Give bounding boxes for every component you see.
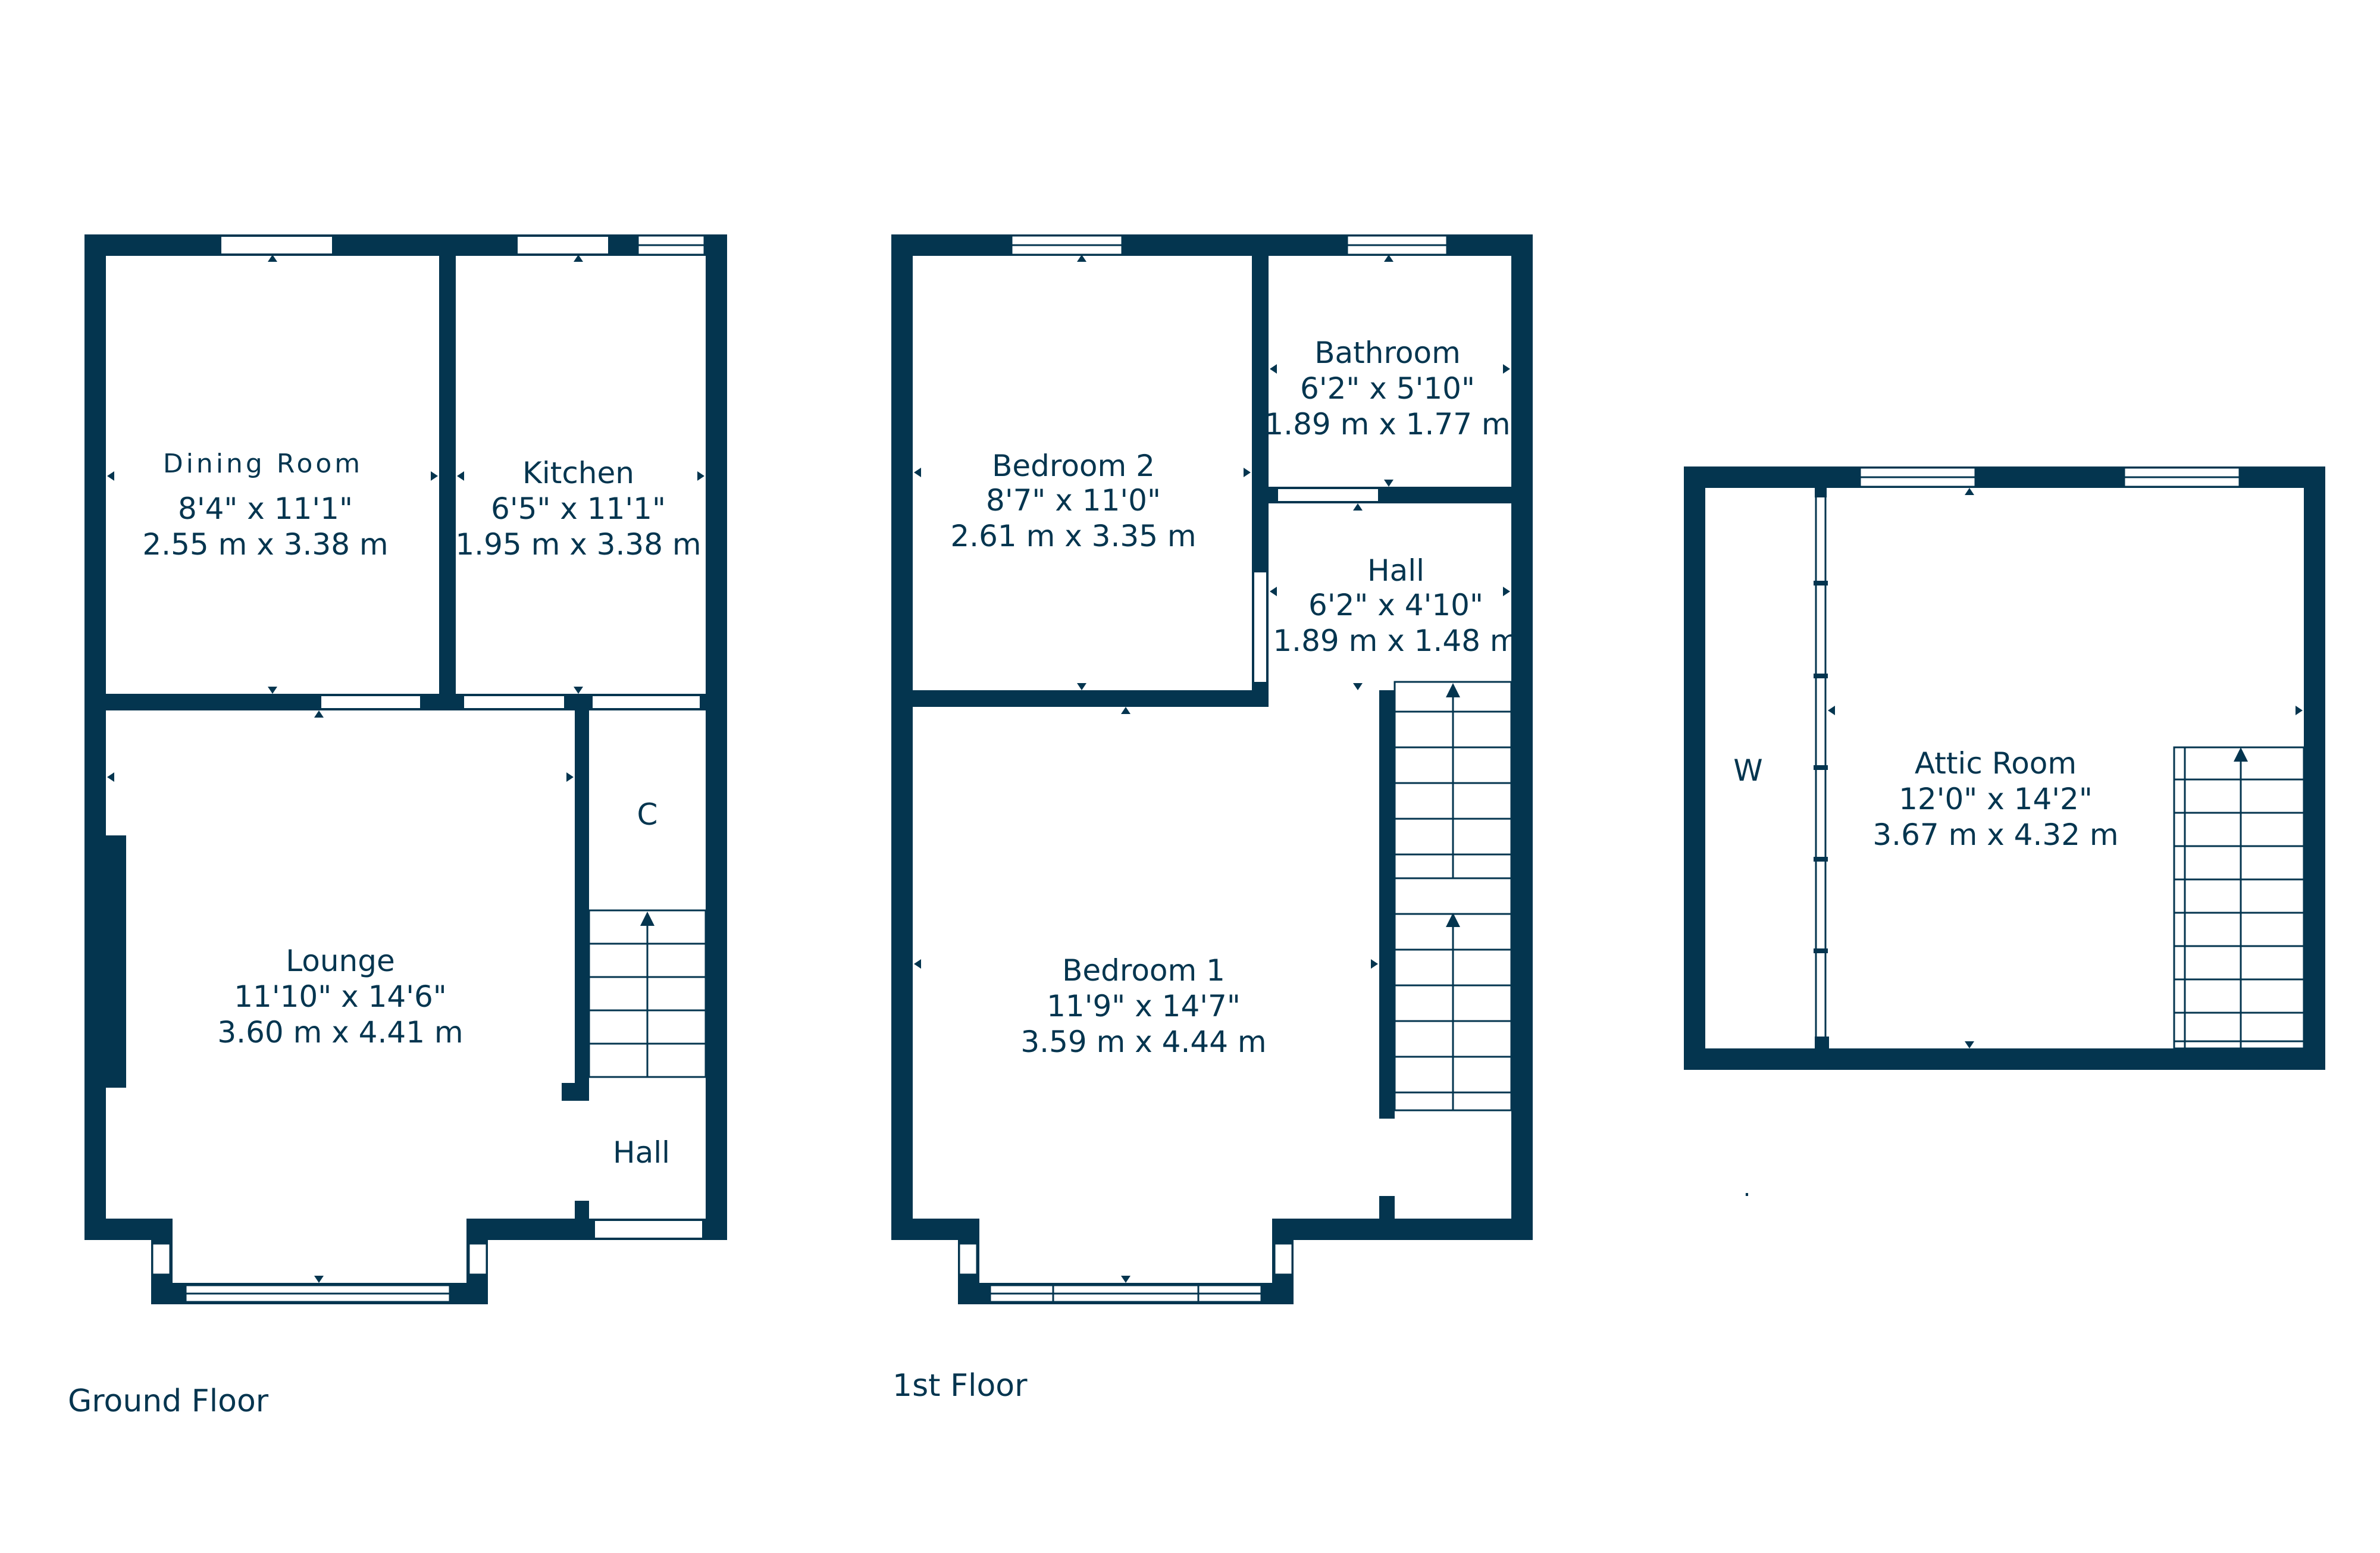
kitchen-imperial: 6'5" x 11'1" <box>491 491 666 526</box>
first-floor-stairs <box>1393 681 1512 1111</box>
bedroom-2-imperial: 8'7" x 11'0" <box>986 483 1161 518</box>
dining-room-imperial: 8'4" x 11'1" <box>178 491 353 526</box>
bathroom-imperial: 6'2" x 5'10" <box>1300 371 1475 406</box>
attic-room-imperial: 12'0" x 14'2" <box>1899 782 2093 816</box>
attic-room-metric: 3.67 m x 4.32 m <box>1872 818 2118 852</box>
lounge-metric: 3.60 m x 4.41 m <box>217 1015 463 1050</box>
first-hall-imperial: 6'2" x 4'10" <box>1308 588 1483 622</box>
stair-arrow-icon <box>1446 913 1460 927</box>
first-hall-metric: 1.89 m x 1.48 m <box>1273 624 1518 658</box>
ground-hall-name: Hall <box>613 1135 670 1170</box>
ground-stairs <box>588 909 707 1078</box>
bathroom-metric: 1.89 m x 1.77 m <box>1264 407 1510 442</box>
stair-arrow-icon <box>2234 747 2248 762</box>
wardrobe-label: W <box>1733 753 1762 788</box>
dining-room-name: Dining Room <box>163 449 363 479</box>
bedroom-2-metric: 2.61 m x 3.35 m <box>950 519 1196 553</box>
attic-stairs <box>2173 746 2305 1050</box>
attic-plan: W Attic Room 12'0" x 14'2" 3.67 m x 4.32… <box>1684 466 2325 1202</box>
attic-mark: . <box>1743 1175 1751 1202</box>
first-hall-name: Hall <box>1367 553 1424 588</box>
kitchen-metric: 1.95 m x 3.38 m <box>455 527 701 562</box>
cupboard-label: C <box>637 797 658 832</box>
bedroom-2-name: Bedroom 2 <box>992 449 1155 483</box>
stair-arrow-icon <box>1446 683 1460 697</box>
lounge-imperial: 11'10" x 14'6" <box>234 979 447 1014</box>
bathroom-name: Bathroom <box>1314 336 1461 370</box>
bedroom-1-imperial: 11'9" x 14'7" <box>1047 989 1241 1023</box>
lounge-name: Lounge <box>286 944 394 978</box>
first-floor-label: 1st Floor <box>892 1368 1028 1404</box>
bedroom-1-name: Bedroom 1 <box>1062 953 1225 988</box>
kitchen-name: Kitchen <box>522 456 634 490</box>
ground-floor-label: Ground Floor <box>68 1383 269 1419</box>
first-floor-plan: Bedroom 2 8'7" x 11'0" 2.61 m x 3.35 m B… <box>891 234 1533 1404</box>
ground-floor-plan: Dining Room 8'4" x 11'1" 2.55 m x 3.38 m… <box>68 234 727 1419</box>
bedroom-1-metric: 3.59 m x 4.44 m <box>1020 1025 1266 1059</box>
stair-arrow-icon <box>640 912 654 926</box>
attic-room-name: Attic Room <box>1915 746 2077 781</box>
dining-room-metric: 2.55 m x 3.38 m <box>142 527 388 562</box>
